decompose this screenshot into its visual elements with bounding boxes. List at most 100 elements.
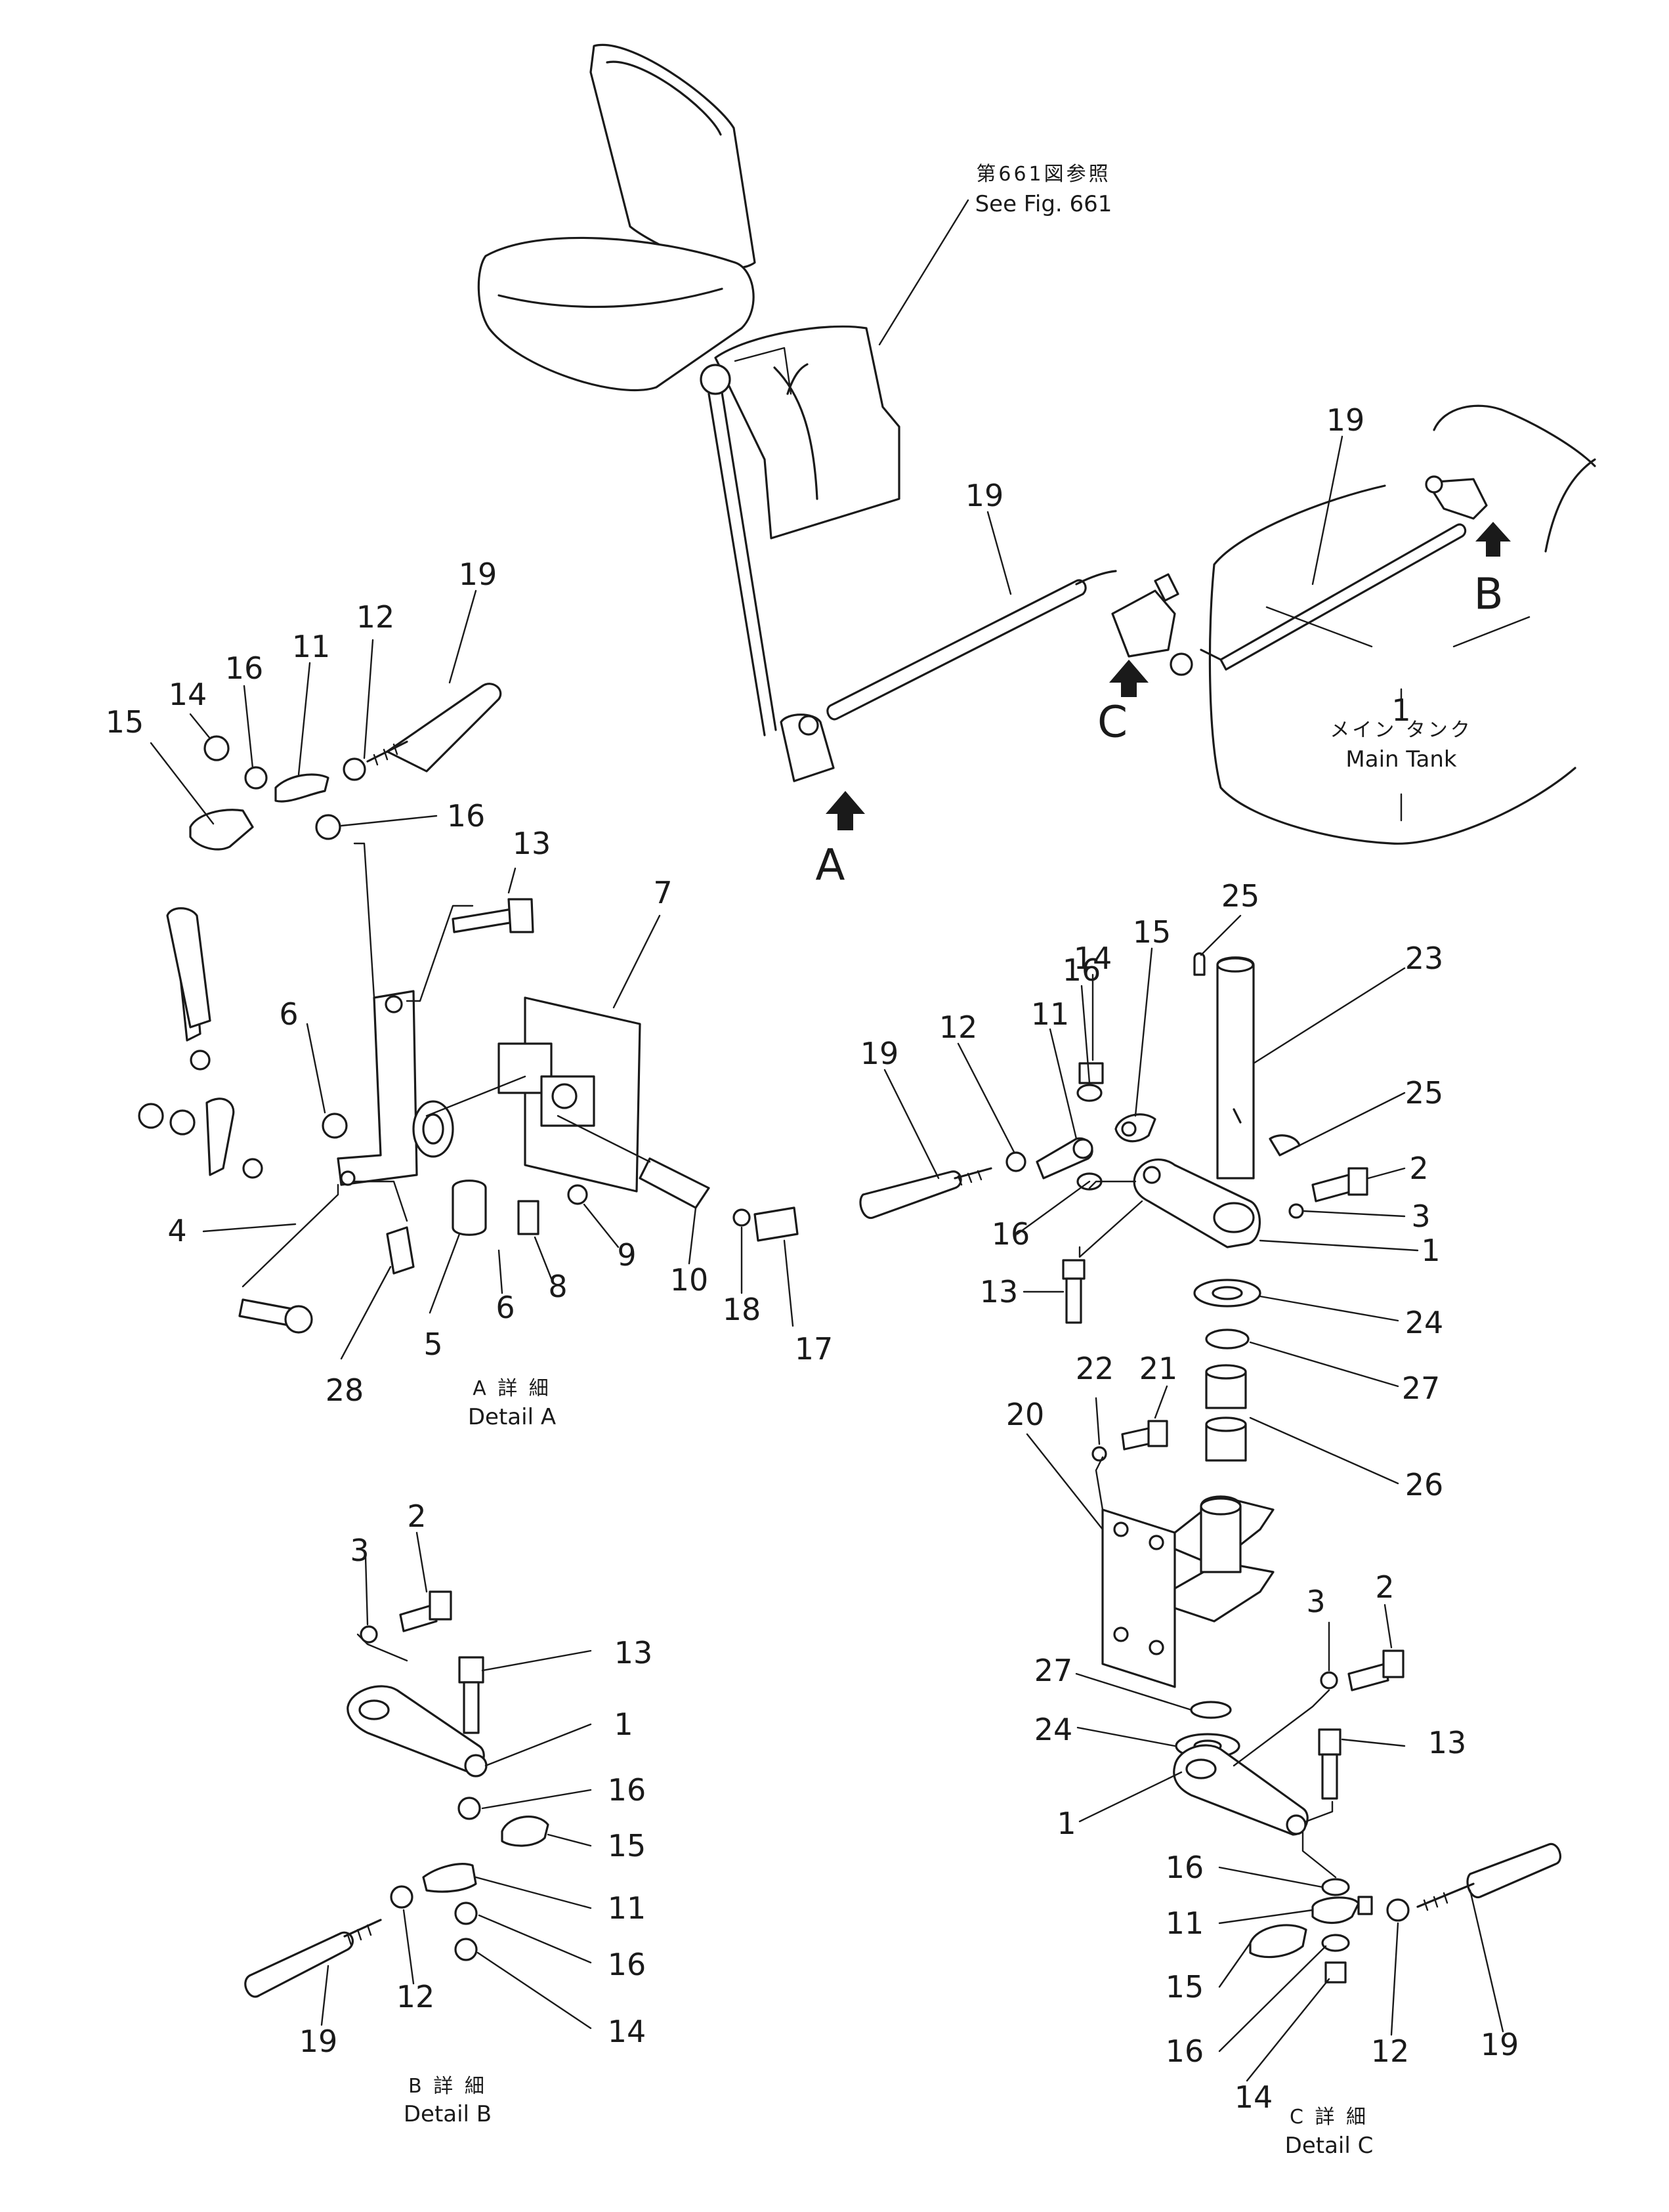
detail-c-callout: 27 [1402, 1371, 1441, 1406]
detail-b-callout: 13 [614, 1635, 653, 1670]
reference-label-jp: 第661図参照 [976, 163, 1110, 186]
detail-c-callout: 19 [860, 1036, 899, 1071]
detail-c-caption-jp: C 詳 細 [1290, 2106, 1368, 2129]
operator-seat [477, 43, 756, 392]
detail-c-callout: 22 [1076, 1351, 1114, 1386]
control-lever [700, 364, 777, 736]
main-tank-label: メイン タンク Main Tank [1330, 719, 1473, 773]
view-arrow-a [826, 791, 865, 830]
detail-b-caption: B 詳 細 Detail B [404, 2075, 492, 2127]
detail-c-rod-lower [1466, 1843, 1561, 1898]
detail-b-lever [347, 1685, 485, 1774]
detail-a-rod [386, 683, 502, 773]
detail-c-callout: 12 [939, 1010, 978, 1045]
detail-c-callout: 11 [1166, 1905, 1204, 1941]
view-arrow-c [1109, 660, 1149, 697]
detail-c-callout: 27 [1034, 1653, 1073, 1688]
detail-c-callout: 12 [1371, 2033, 1410, 2069]
overview-callout: 19 [1326, 402, 1365, 438]
detail-a-callout: 12 [356, 599, 395, 635]
detail-b-callout: 15 [608, 1828, 646, 1863]
detail-a-caption-jp: A 詳 細 [473, 1377, 551, 1400]
main-tank-label-jp: メイン タンク [1330, 719, 1473, 742]
detail-b-assembly [244, 1590, 549, 1998]
detail-a-callout: 7 [653, 875, 672, 910]
main-tank [1208, 404, 1596, 845]
detail-c-callout: 20 [1006, 1397, 1045, 1432]
detail-c-callout: 2 [1409, 1151, 1428, 1186]
linkage-crank-a [780, 713, 835, 782]
linkage-crank-c [1111, 573, 1193, 676]
detail-c-callout: 16 [1063, 952, 1101, 988]
detail-c-callout: 24 [1034, 1712, 1073, 1747]
detail-b-rod [244, 1931, 354, 1998]
detail-c-bracket [1101, 1508, 1176, 1688]
detail-c-caption-en: Detail C [1285, 2133, 1374, 2159]
linkage-rods [826, 523, 1467, 721]
detail-c-callout: 25 [1221, 878, 1260, 914]
detail-a-callout: 6 [496, 1290, 515, 1325]
detail-b-callout: 14 [608, 2014, 646, 2049]
view-marker-b: B [1473, 569, 1503, 620]
detail-c-callout: 15 [1133, 914, 1172, 950]
detail-c-callout: 2 [1375, 1569, 1394, 1605]
detail-c-callout: 26 [1405, 1467, 1444, 1502]
detail-a-callout: 13 [513, 826, 551, 861]
detail-a-callout: 5 [423, 1327, 442, 1362]
detail-c-callout: 11 [1031, 996, 1070, 1032]
detail-b-callout: 1 [614, 1707, 633, 1742]
detail-a-caption: A 詳 細 Detail A [468, 1377, 556, 1430]
overview-callout: 1 [1391, 692, 1410, 728]
reference-label: 第661図参照 See Fig. 661 [975, 163, 1112, 217]
detail-c-callout: 25 [1405, 1075, 1444, 1111]
detail-c-callout: 16 [1166, 2033, 1204, 2069]
detail-b-callout: 2 [407, 1499, 426, 1534]
reference-label-en: See Fig. 661 [975, 191, 1112, 217]
view-marker-c: C [1097, 697, 1128, 748]
detail-a-callout: 15 [106, 704, 144, 740]
detail-a-callout: 9 [617, 1237, 636, 1273]
leader-lines [150, 589, 1504, 2082]
detail-a-callout: 14 [169, 677, 207, 712]
detail-c-assembly [859, 952, 1561, 1984]
detail-c-callout: 3 [1306, 1584, 1325, 1619]
main-tank-label-en: Main Tank [1345, 746, 1456, 773]
detail-a-callout: 19 [459, 557, 497, 592]
detail-c-lever-top [1133, 1159, 1261, 1248]
detail-b-caption-en: Detail B [404, 2101, 492, 2127]
detail-c-callout: 19 [1481, 2027, 1519, 2062]
detail-a-callout: 17 [795, 1331, 834, 1367]
detail-b-callout: 11 [608, 1890, 646, 1926]
detail-c-callout: 14 [1235, 2079, 1273, 2115]
detail-b-callout: 19 [299, 2024, 338, 2059]
detail-c-callout: 13 [980, 1274, 1019, 1309]
detail-b-callout: 3 [350, 1533, 369, 1568]
detail-c-callout: 16 [992, 1216, 1030, 1252]
detail-a-caption-en: Detail A [468, 1404, 556, 1430]
detail-c-callout: 1 [1057, 1806, 1076, 1841]
detail-a-assembly [138, 683, 799, 1334]
detail-c-rod-upper [859, 1170, 962, 1219]
detail-c-callout: 21 [1139, 1351, 1178, 1386]
detail-a-callout: 11 [292, 629, 331, 664]
view-marker-a: A [815, 840, 845, 891]
detail-a-callout: 28 [326, 1372, 364, 1408]
detail-a-callout: 8 [548, 1269, 567, 1304]
detail-c-callout: 15 [1166, 1969, 1204, 2005]
detail-a-callout: 4 [167, 1213, 186, 1248]
view-arrow-b [1475, 522, 1511, 557]
overview-callout: 19 [965, 478, 1004, 513]
control-console [714, 325, 900, 540]
detail-c-callout: 14 [1074, 941, 1112, 976]
detail-c-callout: 1 [1421, 1233, 1440, 1268]
detail-c-lever-bottom [1173, 1744, 1309, 1836]
detail-c-callout: 13 [1428, 1725, 1467, 1760]
detail-a-callout: 10 [670, 1262, 709, 1298]
detail-c-callout: 3 [1411, 1199, 1430, 1234]
detail-a-callout: 18 [723, 1292, 761, 1327]
detail-c-callout: 24 [1405, 1305, 1444, 1340]
reference-leader [878, 199, 969, 346]
detail-b-callout: 12 [396, 1979, 435, 2014]
detail-b-caption-jp: B 詳 細 [408, 2075, 487, 2098]
